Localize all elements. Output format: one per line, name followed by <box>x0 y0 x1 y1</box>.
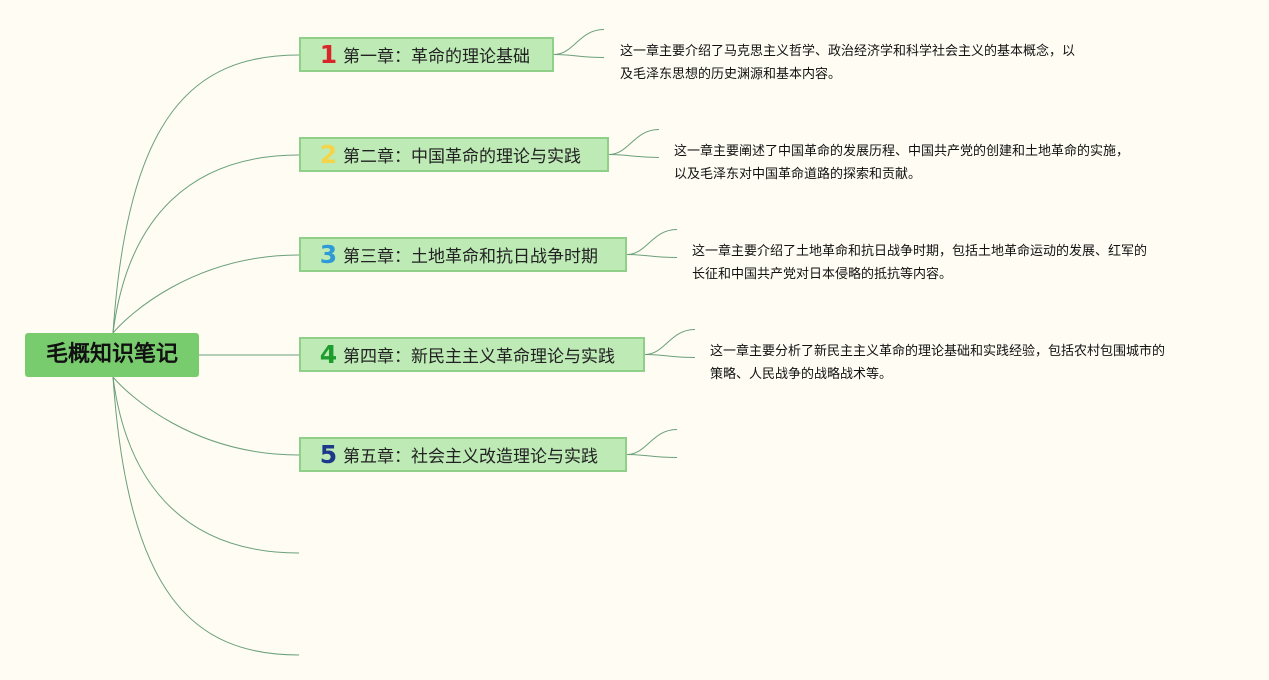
chapter-3-title: 第三章：土地革命和抗日战争时期 <box>343 247 598 267</box>
root-connector-6 <box>112 376 300 554</box>
root-connector-5 <box>112 376 300 456</box>
chapter-1-summary-line-1: 这一章主要介绍了马克思主义哲学、政治经济学和科学社会主义的基本概念，以 <box>620 44 1076 59</box>
chapter-1-title: 第一章：革命的理论基础 <box>343 47 530 67</box>
chapter-3-fork-lower <box>626 254 678 258</box>
chapter-5-title: 第五章：社会主义改造理论与实践 <box>343 447 598 467</box>
chapter-1-number-icon: 1 <box>319 40 338 69</box>
chapter-5-topic[interactable]: 5 第五章：社会主义改造理论与实践 <box>299 437 627 472</box>
chapter-5-number-icon: 5 <box>319 440 338 469</box>
chapter-4-summary-line-2: 策略、人民战争的战略战术等。 <box>710 367 893 382</box>
root-connector-1 <box>112 54 300 334</box>
chapter-4-fork-lower <box>644 354 696 358</box>
chapter-3-topic[interactable]: 3 第三章：土地革命和抗日战争时期 <box>299 237 627 272</box>
chapter-1-summary-line-2: 及毛泽东思想的历史渊源和基本内容。 <box>620 67 842 82</box>
connector-lines <box>112 29 696 656</box>
root-connector-2 <box>112 154 300 334</box>
chapter-4-fork-upper <box>644 329 696 355</box>
chapter-4-number-icon: 4 <box>319 340 338 369</box>
chapter-3-summary[interactable]: 这一章主要介绍了土地革命和抗日战争时期，包括土地革命运动的发展、红军的 长征和中… <box>692 240 1147 286</box>
root-topic[interactable]: 毛概知识笔记 <box>25 333 199 377</box>
chapter-2-fork-upper <box>608 129 660 155</box>
chapter-3-summary-line-1: 这一章主要介绍了土地革命和抗日战争时期，包括土地革命运动的发展、红军的 <box>692 244 1148 259</box>
chapter-2-summary[interactable]: 这一章主要阐述了中国革命的发展历程、中国共产党的创建和土地革命的实施， 以及毛泽… <box>674 140 1129 186</box>
chapter-1-fork-upper <box>553 29 605 55</box>
chapter-1-topic[interactable]: 1 第一章：革命的理论基础 <box>299 37 554 72</box>
chapter-2-summary-line-2: 以及毛泽东对中国革命道路的探索和贡献。 <box>674 167 922 182</box>
chapter-2-fork-lower <box>608 154 660 158</box>
chapter-2-title: 第二章：中国革命的理论与实践 <box>343 147 581 167</box>
chapter-3-summary-line-2: 长征和中国共产党对日本侵略的抵抗等内容。 <box>692 267 953 282</box>
root-connector-7 <box>112 376 300 656</box>
chapter-2-topic[interactable]: 2 第二章：中国革命的理论与实践 <box>299 137 609 172</box>
chapter-4-topic[interactable]: 4 第四章：新民主主义革命理论与实践 <box>299 337 645 372</box>
chapter-3-fork-upper <box>626 229 678 255</box>
chapter-2-number-icon: 2 <box>319 140 338 169</box>
chapter-3-number-icon: 3 <box>319 240 338 269</box>
chapter-5-fork-lower <box>626 454 678 458</box>
chapter-2-summary-line-1: 这一章主要阐述了中国革命的发展历程、中国共产党的创建和土地革命的实施， <box>674 144 1130 159</box>
chapter-4-summary[interactable]: 这一章主要分析了新民主主义革命的理论基础和实践经验，包括农村包围城市的 策略、人… <box>710 340 1165 386</box>
chapter-1-fork-lower <box>553 54 605 58</box>
chapter-1-summary[interactable]: 这一章主要介绍了马克思主义哲学、政治经济学和科学社会主义的基本概念，以 及毛泽东… <box>620 40 1075 86</box>
root-connector-3 <box>112 254 300 334</box>
chapter-5-fork-upper <box>626 429 678 455</box>
chapter-4-summary-line-1: 这一章主要分析了新民主主义革命的理论基础和实践经验，包括农村包围城市的 <box>710 344 1166 359</box>
chapter-4-title: 第四章：新民主主义革命理论与实践 <box>343 347 615 367</box>
